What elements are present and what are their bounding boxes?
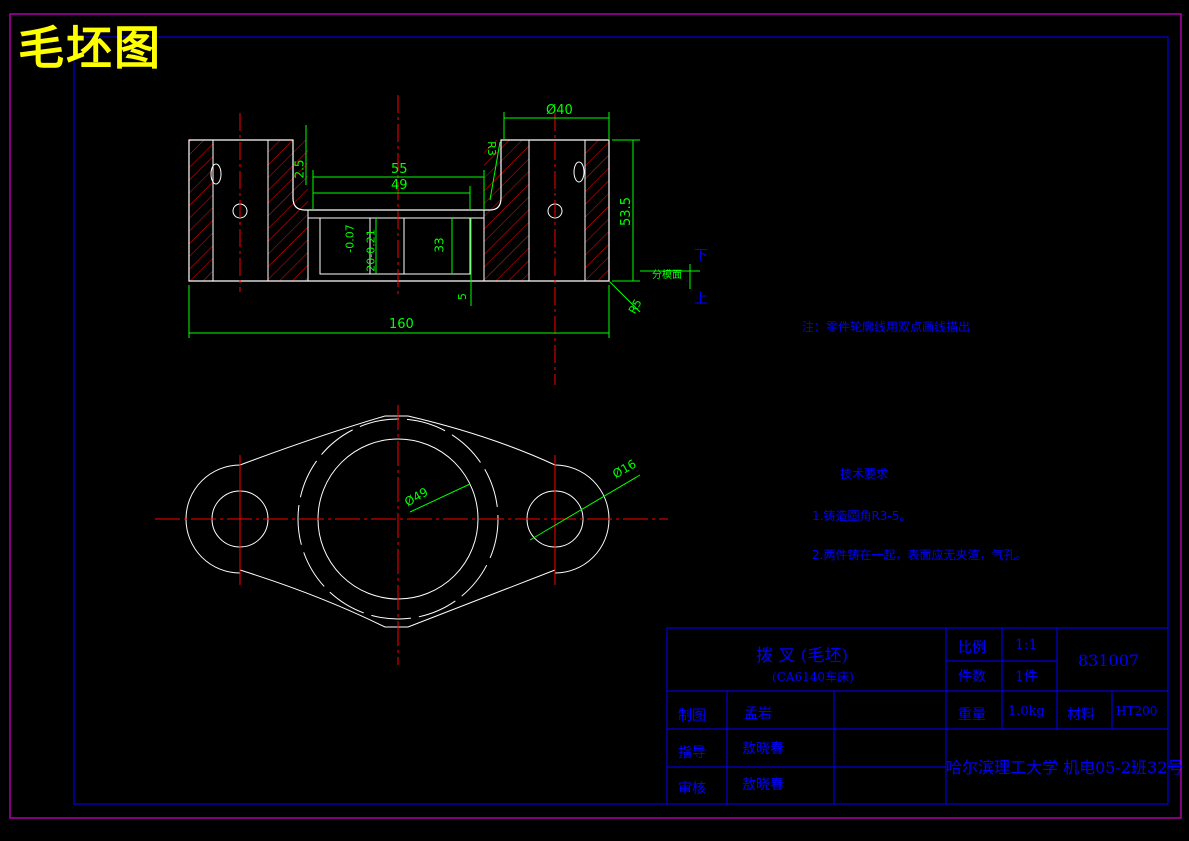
material-value: HT200 bbox=[1116, 704, 1158, 718]
front-dimensions bbox=[188, 112, 700, 338]
review-label: 审核 bbox=[678, 781, 706, 797]
technical-requirement-1: 1.铸造圆角R3-5。 bbox=[812, 509, 912, 523]
guide-name: 敖晓春 bbox=[742, 741, 784, 757]
outline-note: 注：零件轮廓线用双点画线描出 bbox=[802, 320, 971, 334]
material-label: 材料 bbox=[1067, 707, 1095, 723]
dim-diameter-40: Ø40 bbox=[546, 103, 573, 118]
dim-r3: R3 bbox=[484, 141, 498, 156]
dim-33: 33 bbox=[432, 237, 447, 253]
direction-up-label: 上 bbox=[694, 291, 708, 307]
drawn-by-label: 制图 bbox=[678, 708, 706, 724]
dim-49: 49 bbox=[391, 178, 408, 193]
dim-2-5: 2.5 bbox=[292, 159, 307, 179]
page-title: 毛坯图 bbox=[18, 21, 162, 75]
drawn-by-name: 孟岩 bbox=[744, 706, 772, 722]
scale-value: 1:1 bbox=[1015, 637, 1038, 653]
weight-value: 1.0kg bbox=[1008, 704, 1045, 719]
dim-160: 160 bbox=[389, 317, 414, 332]
front-section-view bbox=[188, 95, 610, 385]
quantity-value: 1件 bbox=[1015, 669, 1038, 685]
technical-requirement-2: 2.两件铸在一起，表面应无夹渣，气孔。 bbox=[812, 548, 1028, 562]
part-name: 拨 叉 (毛坯) bbox=[756, 646, 849, 666]
quantity-label: 件数 bbox=[958, 669, 986, 685]
review-name: 敖晓春 bbox=[742, 777, 784, 793]
drawing-number: 831007 bbox=[1078, 651, 1140, 670]
top-view bbox=[155, 405, 668, 665]
dim-55: 55 bbox=[391, 162, 408, 177]
drawing-frame bbox=[73, 36, 1169, 805]
weight-label: 重量 bbox=[958, 707, 986, 723]
school-name: 哈尔滨理工大学 机电05-2班32号 bbox=[946, 758, 1184, 777]
dim-53-5: 53.5 bbox=[618, 197, 634, 226]
dim-5: 5 bbox=[456, 293, 469, 300]
parting-plane-label: 分模面 bbox=[652, 270, 682, 281]
outer-border bbox=[9, 13, 1182, 819]
technical-requirements-title: 技术要求 bbox=[840, 467, 889, 481]
dim-tolerance-lower: 20-0.21 bbox=[364, 229, 378, 272]
guide-label: 指导 bbox=[678, 745, 706, 761]
dim-tolerance-upper: -0.07 bbox=[343, 224, 357, 253]
scale-label: 比例 bbox=[958, 640, 986, 656]
title-block-grid bbox=[666, 627, 1169, 805]
machine-label: (CA6140车床) bbox=[772, 670, 854, 684]
direction-down-label: 下 bbox=[694, 248, 708, 264]
